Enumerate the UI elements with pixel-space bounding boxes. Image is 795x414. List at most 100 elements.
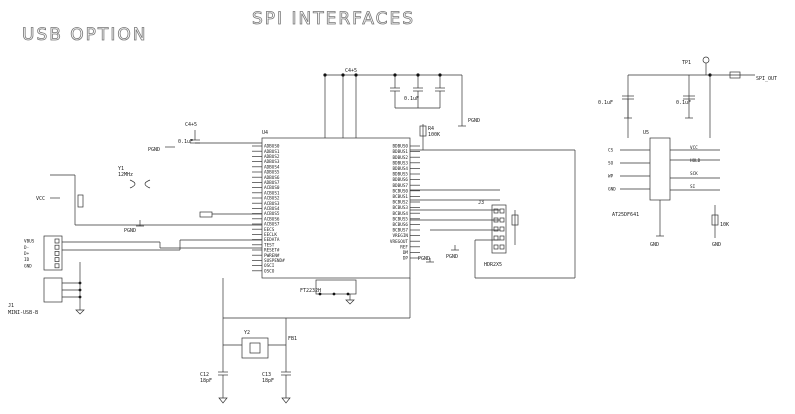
ic-right-pin-label: BCBUS1 — [392, 194, 408, 200]
ic-left-pin-label: ACBUS6 — [264, 216, 280, 222]
ic-right-pin-label: DM — [403, 250, 409, 256]
right-cap-value-2: 0.1uF — [676, 100, 691, 106]
crystal-y1-freq: 12MHz — [118, 172, 133, 178]
ic-left-pin-label: EECS — [264, 227, 275, 233]
ic-right-pin-label: BDBUS6 — [392, 177, 408, 183]
bottom-cap-2-value: 18pF — [262, 378, 274, 384]
ic-right-pin-label: BDBUS3 — [392, 160, 408, 166]
ic-left-pin-label: EEDATA — [264, 237, 280, 243]
ic-right-pin-label: BCBUS2 — [392, 200, 408, 206]
usb-pin-label: VBUS — [24, 239, 35, 245]
usb-connector-ref: J1 — [8, 303, 14, 309]
left-vcc-network: VCC PGND — [36, 174, 262, 234]
memory-right-pin-label: SCK — [690, 171, 698, 177]
ic-right-pin-label: BDBUS4 — [392, 166, 408, 172]
memory-ref: U5 — [643, 130, 649, 136]
ic-left-pin-label: RESET# — [264, 248, 280, 254]
left-cap-gnd: PGND — [148, 147, 160, 153]
memory-left-pin-label: SO — [608, 161, 614, 167]
ic-right-pin-label: BCBUS0 — [392, 188, 408, 194]
ferrite-ref: FB1 — [288, 336, 297, 342]
ic-left-pin-label: ADBUS3 — [264, 159, 280, 165]
left-vcc-label: VCC — [36, 196, 45, 202]
left-top-cap: C4+5 0.1uF PGND — [148, 122, 262, 153]
memory-name: AT25DF641 — [612, 212, 639, 218]
usb-connector-name: MINI-USB-B — [8, 310, 38, 316]
crystal-y1: Y1 12MHz — [118, 166, 151, 189]
ic-left-pin-label: OSCO — [264, 268, 275, 274]
main-ic-part: FT2232H — [300, 288, 321, 294]
memory-gnd-label: GND — [650, 242, 659, 248]
spi-interfaces-title: SPI INTERFACES — [252, 9, 415, 29]
spi-out-label: SPI_OUT — [756, 76, 777, 82]
ic-left-pin-label: ADBUS2 — [264, 154, 280, 160]
top-resistor-value: 100K — [428, 132, 440, 138]
ic-right-pin-label: VREGIN — [392, 233, 408, 239]
ic-left-pin-label: ACBUS3 — [264, 201, 280, 207]
ic-left-pin-label: ADBUS6 — [264, 175, 280, 181]
right-cap-value-1: 0.1uF — [598, 100, 613, 106]
main-ic-left-pins: ADBUS0ADBUS1ADBUS2ADBUS3ADBUS4ADBUS5ADBU… — [252, 144, 285, 274]
header-j3: J3 HDR2X5 PGND PGND — [418, 200, 519, 268]
ic-left-pin-label: OSCI — [264, 263, 275, 269]
usb-pin-label: ID — [24, 257, 30, 263]
usb-pin-label: D+ — [24, 251, 30, 257]
usb-pin-label: D- — [24, 245, 29, 251]
ic-right-pin-label: VREGOUT — [390, 239, 409, 245]
ic-left-pin-label: ADBUS0 — [264, 144, 280, 150]
top-resistor-ref: R4 — [428, 126, 434, 132]
header-name: HDR2X5 — [484, 262, 502, 268]
header-gnd-1: PGND — [418, 256, 430, 262]
ic-left-pin-label: EECLK — [264, 232, 277, 238]
ic-left-pin-label: ADBUS7 — [264, 180, 280, 186]
ic-right-pin-label: BDBUS1 — [392, 149, 408, 155]
memory-right-pin-label: VCC — [690, 145, 698, 151]
ic-left-pin-label: SUSPEND# — [264, 258, 285, 264]
bottom-cap-1-ref: C12 — [200, 372, 209, 378]
top-resistor: R4 100K — [419, 124, 440, 150]
ic-right-pin-label: BDBUS7 — [392, 183, 408, 189]
memory-left-pin-label: GND — [608, 187, 616, 193]
header-ref: J3 — [478, 200, 484, 206]
right-gnd-label: GND — [712, 242, 721, 248]
ic-right-pin-label: BCBUS4 — [392, 211, 408, 217]
bottom-cap-1-value: 18pF — [200, 378, 212, 384]
usb-option-title: USB OPTION — [22, 25, 147, 45]
bottom-cap-2-ref: C13 — [262, 372, 271, 378]
ic-left-pin-label: ADBUS5 — [264, 170, 280, 176]
ic-right-pin-label: BDBUS5 — [392, 172, 408, 178]
ic-right-pin-label: BCBUS7 — [392, 228, 408, 234]
main-ic-ref: U4 — [262, 130, 268, 136]
top-cap-ref: C4+5 — [345, 68, 357, 74]
memory-right-pin-label: HOLD — [690, 158, 701, 164]
ic-left-pin-label: PWREN# — [264, 253, 280, 259]
ic-left-pin-label: ACBUS7 — [264, 222, 280, 228]
top-gnd-label: PGND — [468, 118, 480, 124]
ic-right-pin-label: DP — [403, 256, 409, 262]
ic-left-pin-label: ADBUS4 — [264, 164, 280, 170]
ic-right-pin-label: REF — [400, 244, 408, 250]
left-cap-ref: C4+5 — [185, 122, 197, 128]
memory-right-pin-label: SI — [690, 184, 696, 190]
ic-left-pin-label: ADBUS1 — [264, 149, 280, 155]
test-point-ref: TP1 — [682, 60, 691, 66]
ic-right-pin-label: BDBUS2 — [392, 155, 408, 161]
ic-right-pin-label: BCBUS6 — [392, 222, 408, 228]
main-ic: U4 FT2232H ADBUS0ADBUS1ADBUS2ADBUS3ADBUS… — [252, 130, 420, 294]
left-mid-gnd: PGND — [124, 228, 136, 234]
usb-pin-label: GND — [24, 263, 32, 269]
ic-right-pin-label: BDBUS0 — [392, 144, 408, 150]
right-bus-wires — [410, 149, 576, 279]
bottom-crystal-network: Y2 C12 18pF C13 18pF FB1 — [200, 278, 411, 404]
ic-left-pin-label: TEST — [264, 242, 275, 248]
ic-right-pin-label: BCBUS3 — [392, 205, 408, 211]
ic-left-pin-label: ACBUS1 — [264, 190, 280, 196]
top-decoupling-caps: C4+5 0.1uF PGND — [323, 68, 480, 138]
header-gnd-2: PGND — [446, 254, 458, 260]
ic-right-pin-label: BCBUS5 — [392, 216, 408, 222]
crystal-y2-ref: Y2 — [244, 330, 250, 336]
memory-left-pin-label: WP — [608, 174, 614, 180]
